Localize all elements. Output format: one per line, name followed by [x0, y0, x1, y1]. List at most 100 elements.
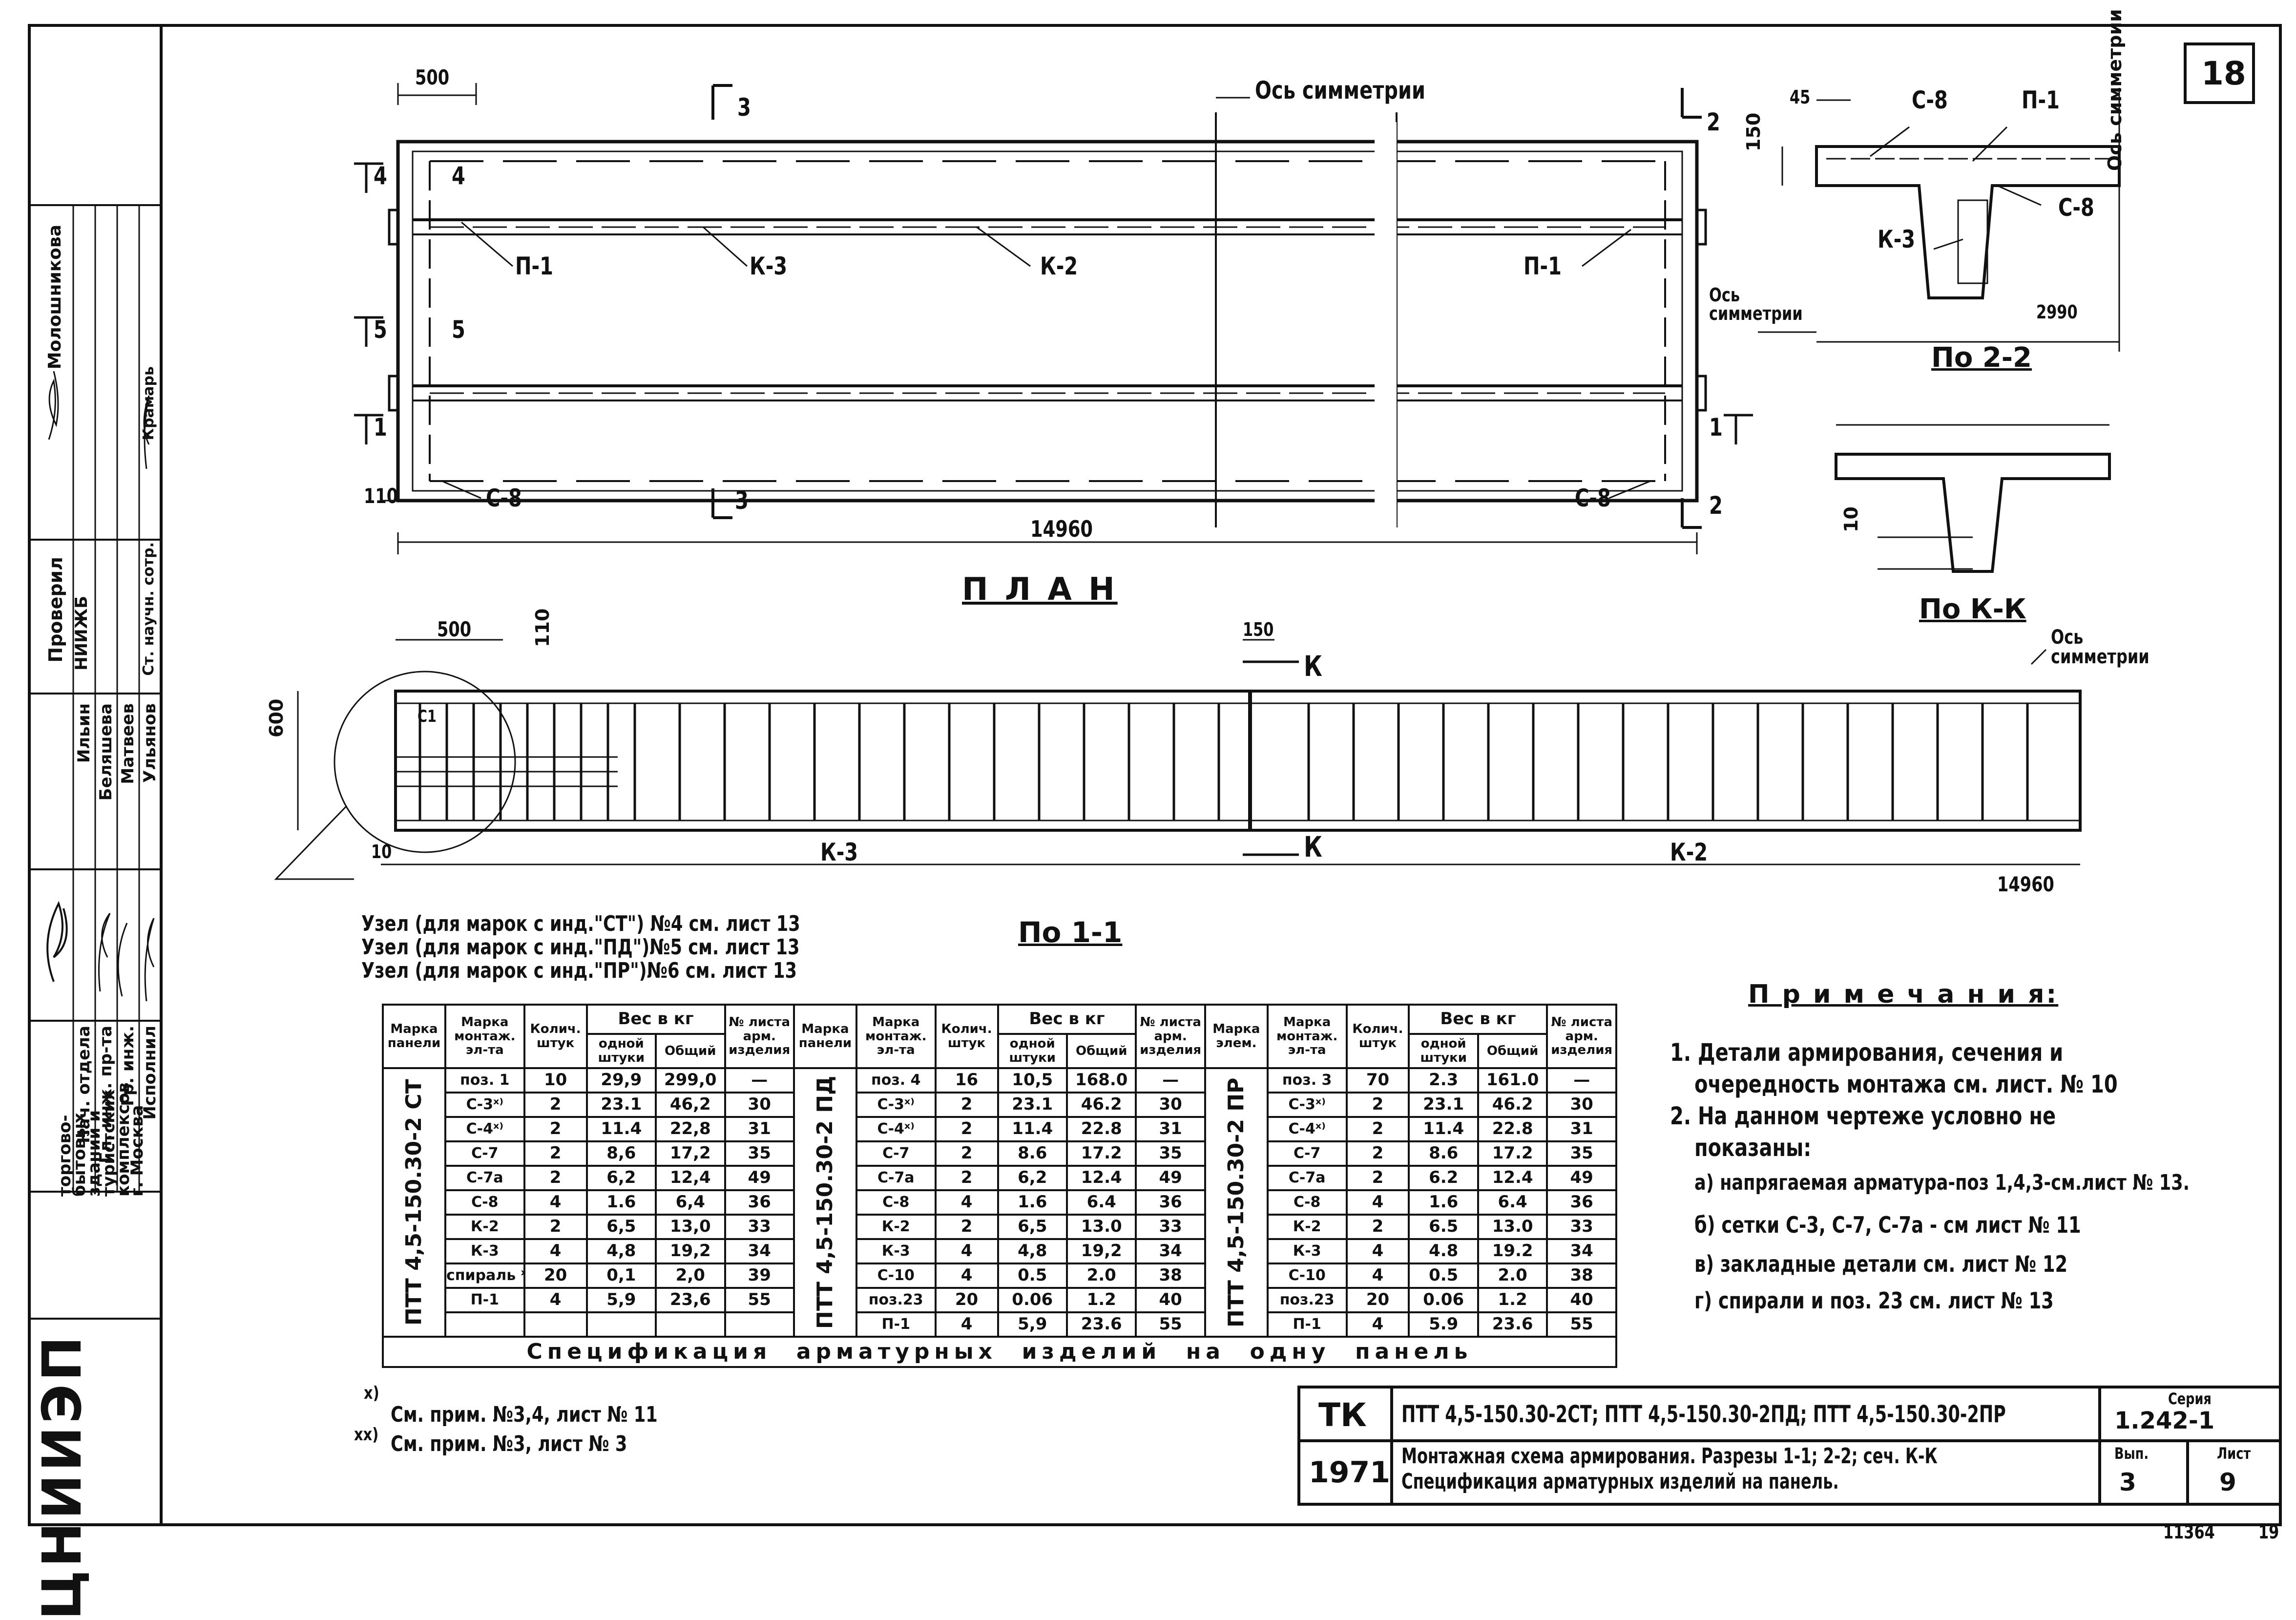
s11-title: По 1-1: [1018, 916, 1123, 949]
table-cell: поз.23: [855, 1287, 937, 1313]
table-cell: 4.8: [1408, 1238, 1479, 1264]
table-cell: 20: [934, 1287, 999, 1313]
table-cell: 12.4: [1065, 1165, 1137, 1191]
table-cell: 2: [523, 1116, 588, 1142]
cut-4-left: 4: [374, 162, 387, 190]
plan-axis-label: Ось симметрии: [1255, 76, 1426, 105]
tb-series: 1.242-1: [2114, 1407, 2215, 1434]
table-cell: К-3: [444, 1238, 525, 1264]
hdr-mark-2: Марка монтаж. эл-та: [855, 1004, 937, 1069]
hdr-sheet-2: № листа арм. изделия: [1135, 1004, 1206, 1069]
table-cell: 4: [1345, 1238, 1410, 1264]
table-cell: 2: [1345, 1092, 1410, 1118]
table-cell: 35: [1546, 1140, 1617, 1167]
hdr-weight-2: Вес в кг: [997, 1004, 1137, 1035]
table-cell: 30: [724, 1092, 795, 1118]
node-note-3: Узел (для марок с инд."ПР")№6 см. лист 1…: [361, 958, 797, 983]
table-cell: 23.1: [1408, 1092, 1479, 1118]
note-line-2: очередность монтажа см. лист. № 10: [1694, 1070, 2118, 1098]
tb-code: ТК: [1318, 1396, 1367, 1434]
cut-3-bottom: 3: [735, 486, 749, 515]
table-cell: 4: [934, 1189, 999, 1216]
hdr-qty-2: Колич. штук: [934, 1004, 999, 1069]
table-cell: 5,9: [997, 1311, 1068, 1338]
table-cell: 4,8: [585, 1238, 657, 1264]
table-cell: 8.6: [997, 1140, 1068, 1167]
hdr-mark-1: Марка монтаж. эл-та: [444, 1004, 525, 1069]
table-cell: 11.4: [585, 1116, 657, 1142]
table-cell: 34: [1135, 1238, 1206, 1264]
note-line-5: а) напрягаемая арматура-поз 1,4,3-см.лис…: [1694, 1170, 2190, 1195]
table-cell: спираль ˣˣ⁾: [444, 1262, 525, 1289]
table-cell: [444, 1311, 525, 1338]
plan-dim-500: 500: [415, 65, 450, 89]
table-cell: 29,9: [585, 1067, 657, 1094]
table-cell: 34: [1546, 1238, 1617, 1264]
table-cell: 40: [1135, 1287, 1206, 1313]
hdr-sheet-1: № листа арм. изделия: [724, 1004, 795, 1069]
table-cell: 2: [523, 1092, 588, 1118]
table-cell: 0.5: [1408, 1262, 1479, 1289]
table-cell: 70: [1345, 1067, 1410, 1094]
table-cell: 2.0: [1477, 1262, 1548, 1289]
table-cell: 31: [1135, 1116, 1206, 1142]
cut-1-left: 1: [374, 413, 387, 442]
s11-label-k3: К-3: [820, 838, 858, 866]
table-cell: 4: [523, 1287, 588, 1313]
table-cell: С-4ˣ⁾: [444, 1116, 525, 1142]
table-cell: 0.5: [997, 1262, 1068, 1289]
table-cell: 39: [724, 1262, 795, 1289]
table-cell: 1.6: [997, 1189, 1068, 1216]
hdr-total-2: Общий: [1065, 1033, 1137, 1069]
table-cell: 6,2: [585, 1165, 657, 1191]
table-cell: С-10: [855, 1262, 937, 1289]
hdr-qty-1: Колич. штук: [523, 1004, 588, 1069]
note-line-3: 2. На данном чертеже условно не: [1670, 1102, 2056, 1130]
plan-label-p1-right: П-1: [1524, 252, 1562, 280]
s22-axis-label: Ось симметрии: [1709, 284, 1803, 324]
section-2-2-drawing: [1758, 88, 2121, 573]
table-cell: П-1: [444, 1287, 525, 1313]
hdr-qty-3: Колич. штук: [1345, 1004, 1410, 1069]
plan-label-k3: К-3: [750, 252, 788, 280]
table-cell: С-7: [444, 1140, 525, 1167]
table-cell: 6,2: [997, 1165, 1068, 1191]
section-1-1-drawing: [274, 639, 2082, 880]
table-cell: 31: [1546, 1116, 1617, 1142]
table-cell: С-3ˣ⁾: [855, 1092, 937, 1118]
plan-label-c8-right: С-8: [1575, 484, 1611, 512]
hdr-one-1: одной штуки: [585, 1033, 657, 1069]
table-cell: 13.0: [1065, 1214, 1137, 1240]
table-cell: 35: [724, 1140, 795, 1167]
cut-2-top: 2: [1707, 108, 1720, 136]
tb-sheet: 9: [2219, 1468, 2236, 1496]
table-cell: 1.2: [1065, 1287, 1137, 1313]
table-cell: 46,2: [655, 1092, 726, 1118]
cut-3-top: 3: [737, 93, 751, 122]
table-cell: 6.4: [1477, 1189, 1548, 1216]
notes-title: П р и м е ч а н и я:: [1748, 980, 2059, 1009]
table-cell: 8.6: [1408, 1140, 1479, 1167]
table-cell: 55: [1546, 1311, 1617, 1338]
table-cell: С-10: [1266, 1262, 1348, 1289]
table-cell: 6,5: [585, 1214, 657, 1240]
hdr-mark-3: Марка монтаж. эл-та: [1266, 1004, 1348, 1069]
table-cell: [724, 1311, 795, 1338]
table-cell: 6,5: [997, 1214, 1068, 1240]
note-line-1: 1. Детали армирования, сечения и: [1670, 1038, 2064, 1067]
table-cell: 19,2: [655, 1238, 726, 1264]
s11-dim-length: 14960: [1997, 872, 2054, 896]
s22-label-k3: К-3: [1878, 225, 1916, 253]
table-cell: 35: [1135, 1140, 1206, 1167]
table-cell: С-7а: [444, 1165, 525, 1191]
footnote-mark-2: xx): [354, 1425, 379, 1445]
page-number: 19: [2258, 1521, 2279, 1543]
hdr-sheet-3: № листа арм. изделия: [1546, 1004, 1617, 1069]
table-cell: 17.2: [1065, 1140, 1137, 1167]
s11-label-k-top: К: [1304, 650, 1322, 683]
table-cell: 2.3: [1408, 1067, 1479, 1094]
cut-1-right: 1: [1709, 413, 1723, 442]
hdr-total-3: Общий: [1477, 1033, 1548, 1069]
spec-caption: Спецификация арматурных изделий на одну …: [382, 1336, 1617, 1368]
